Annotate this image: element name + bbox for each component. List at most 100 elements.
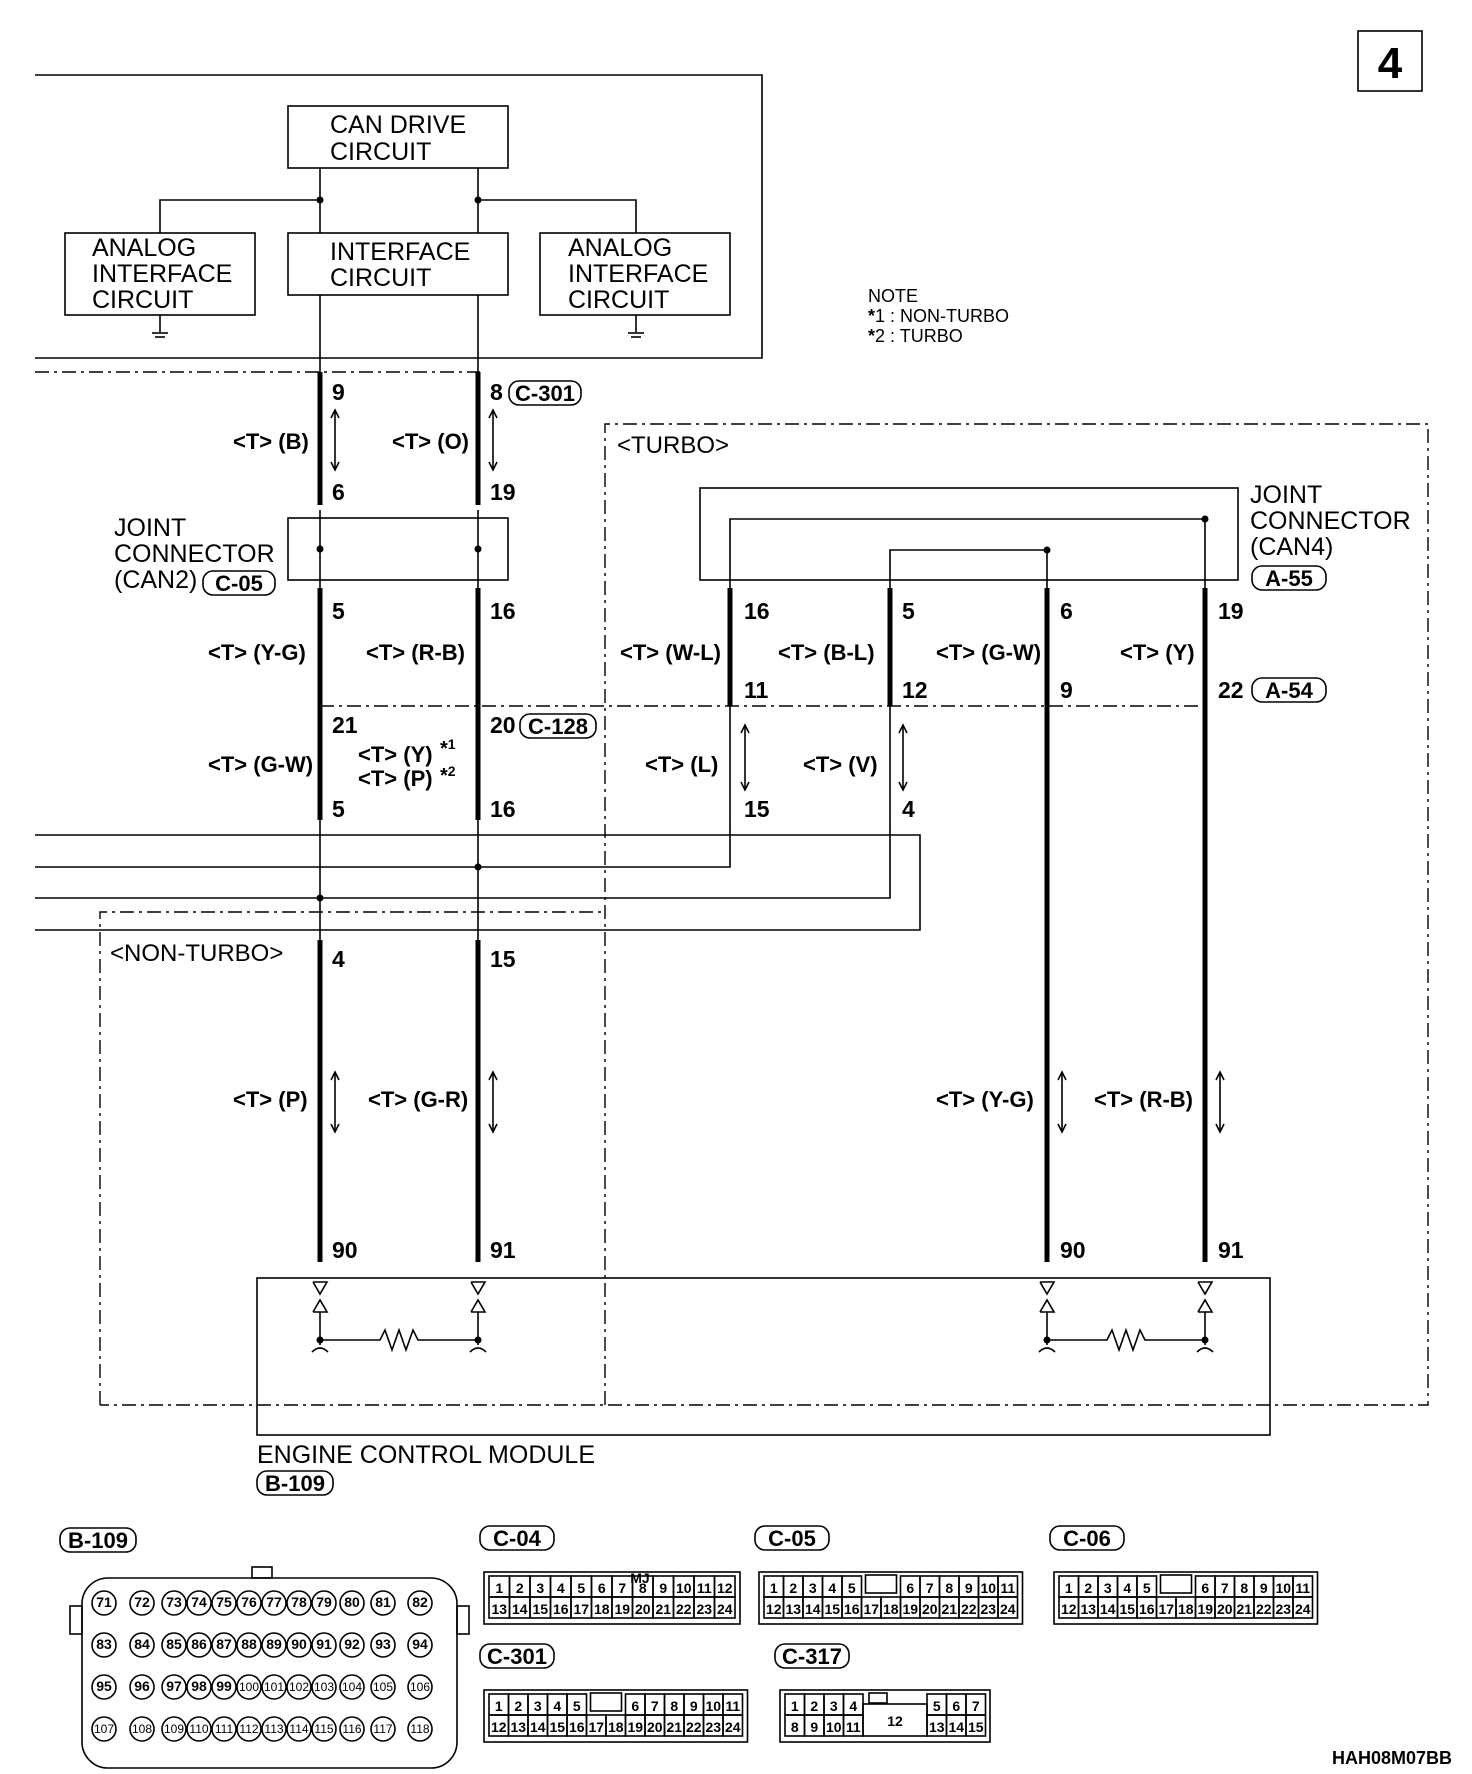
b109-pin-85: [161, 1632, 187, 1658]
c04-face-pin-label-9: 9: [659, 1580, 667, 1596]
b109-face-latch-left: [69, 1605, 83, 1635]
b109-pin-label-108: 108: [132, 1722, 152, 1736]
c317-face-pin-label-10: 10: [826, 1719, 842, 1735]
c05-label: C-05: [215, 571, 263, 596]
b109-pin-92: [339, 1632, 365, 1658]
b109-pin-label-85: 85: [166, 1636, 182, 1652]
b109-pin-99: [211, 1674, 237, 1700]
c04-face-pin-label-3: 3: [536, 1580, 544, 1596]
pin-16-b: 16: [490, 796, 516, 822]
c06-face-housing: [1053, 1571, 1319, 1625]
b109-pin-106: [407, 1674, 433, 1700]
c05-face-pin-label-11: 11: [1000, 1580, 1015, 1596]
figure-code: HAH08M07BB: [1332, 1748, 1452, 1768]
c05-face-pin-label-9: 9: [965, 1580, 973, 1596]
c05-face-pin-label-19: 19: [902, 1601, 918, 1617]
c05-face-pin-label-23: 23: [980, 1601, 996, 1617]
c317-face-pin-label-13: 13: [929, 1719, 945, 1735]
c04-face-pin-label-12: 12: [717, 1580, 733, 1596]
joint-can2-label-1: JOINT: [114, 514, 186, 542]
a55-label: A-55: [1265, 566, 1313, 591]
joint-can2-label-2: CONNECTOR: [114, 540, 275, 568]
turbo-thick-wires: [727, 588, 1208, 1262]
c05-face-housing: [758, 1571, 1024, 1625]
b109-pin-label-74: 74: [191, 1594, 207, 1610]
c04-face-pin-label-17: 17: [573, 1601, 589, 1617]
c04-face-pin-label-24: 24: [717, 1601, 733, 1617]
b109-pin-105: [370, 1674, 396, 1700]
joint-can2-label-3: (CAN2): [114, 566, 197, 594]
pin-4: 4: [332, 946, 345, 972]
turbo-pin-16: 16: [744, 598, 770, 624]
b109-pin-label-92: 92: [344, 1636, 360, 1652]
b109-pin-label-105: 105: [373, 1680, 393, 1694]
b109-pin-111: [211, 1716, 237, 1742]
turbo-pin-15: 15: [744, 796, 770, 822]
b109-pin-label-84: 84: [134, 1636, 150, 1652]
c06-face-pin-label-12: 12: [1061, 1601, 1077, 1617]
note-block: NOTE *1 : NON-TURBO *2 : TURBO: [868, 286, 1009, 346]
c05-face-pin-label-17: 17: [863, 1601, 879, 1617]
b109-pin-label-81: 81: [375, 1594, 391, 1610]
c301-face-pin-label-7: 7: [651, 1698, 659, 1714]
signal-arrows-turbo-mid: [740, 723, 908, 792]
b109-pin-label-71: 71: [96, 1594, 112, 1610]
b109-pin-label-115: 115: [314, 1722, 333, 1736]
b109-label: B-109: [265, 1471, 325, 1496]
c05-face-pin-label-4: 4: [828, 1580, 836, 1596]
b109-pin-label-86: 86: [191, 1636, 207, 1652]
b109-pin-label-98: 98: [191, 1678, 207, 1694]
wire-label-b: <T> (B): [233, 429, 309, 454]
c317-face-pin-label-7: 7: [972, 1698, 980, 1714]
c04-face-pin-label-20: 20: [635, 1601, 651, 1617]
c317-face-pin-label-6: 6: [952, 1698, 960, 1714]
c128-tag: C-128: [519, 713, 597, 739]
c128-label: C-128: [528, 714, 588, 739]
c05-face-tag-label: C-05: [768, 1526, 816, 1551]
b109-pin-77: [261, 1590, 287, 1616]
c04-face-pin-label-8: 8: [639, 1580, 647, 1596]
analog-right-label-1: ANALOG: [568, 234, 672, 262]
c05-face-pin-label-14: 14: [805, 1601, 821, 1617]
c06-face-pin-label-4: 4: [1123, 1580, 1131, 1596]
c317-face-key: [868, 1692, 888, 1704]
note-star-1: *1: [440, 736, 456, 760]
b109-pin-label-78: 78: [291, 1594, 307, 1610]
c317-face-pin-15: [965, 1714, 987, 1737]
c05-face-pin-label-16: 16: [844, 1601, 860, 1617]
b109-pin-109: [161, 1716, 187, 1742]
bus-lines: [35, 820, 921, 931]
b109-pin-110: [186, 1716, 212, 1742]
pin-5-a: 5: [332, 598, 345, 624]
c05-face-pin-label-21: 21: [941, 1601, 957, 1617]
b109-pin-label-109: 109: [164, 1722, 184, 1736]
turbo-pin-9: 9: [1060, 677, 1073, 703]
c317-face-tag-frame: [774, 1643, 850, 1669]
page-number: 4: [1378, 39, 1403, 88]
c06-face-pin-label-23: 23: [1275, 1601, 1291, 1617]
b109-pin-91: [311, 1632, 337, 1658]
c301-face-pin-label-2: 2: [514, 1698, 522, 1714]
joint-connector-can4: JOINT CONNECTOR (CAN4) A-55: [699, 481, 1411, 591]
c06-face-pin-label-18: 18: [1178, 1601, 1194, 1617]
ecm-box: [256, 1277, 1271, 1436]
joint-connector-can2: JOINT CONNECTOR (CAN2) C-05: [114, 510, 509, 596]
b109-pin-101: [261, 1674, 287, 1700]
c301-face-pin-label-17: 17: [588, 1719, 604, 1735]
c301-face-pin-label-20: 20: [647, 1719, 663, 1735]
c04-face-pin-label-7: 7: [618, 1580, 626, 1596]
c317-face-pin-label-12: 12: [887, 1713, 903, 1729]
c04-face-pin-label-19: 19: [614, 1601, 630, 1617]
b109-pin-label-97: 97: [166, 1678, 182, 1694]
c06-face-tag-frame: [1049, 1525, 1125, 1551]
b109-pin-96: [129, 1674, 155, 1700]
turbo-wire-g-w: <T> (G-W): [936, 640, 1041, 665]
b109-pin-label-116: 116: [342, 1722, 361, 1736]
b109-pin-97: [161, 1674, 187, 1700]
b109-pin-label-77: 77: [266, 1594, 282, 1610]
turbo-pin-22: 22: [1218, 677, 1244, 703]
b109-face-key: [251, 1566, 273, 1579]
left-thick-wires: [317, 372, 481, 1262]
b109-pin-label-99: 99: [216, 1678, 232, 1694]
b109-pin-104: [339, 1674, 365, 1700]
